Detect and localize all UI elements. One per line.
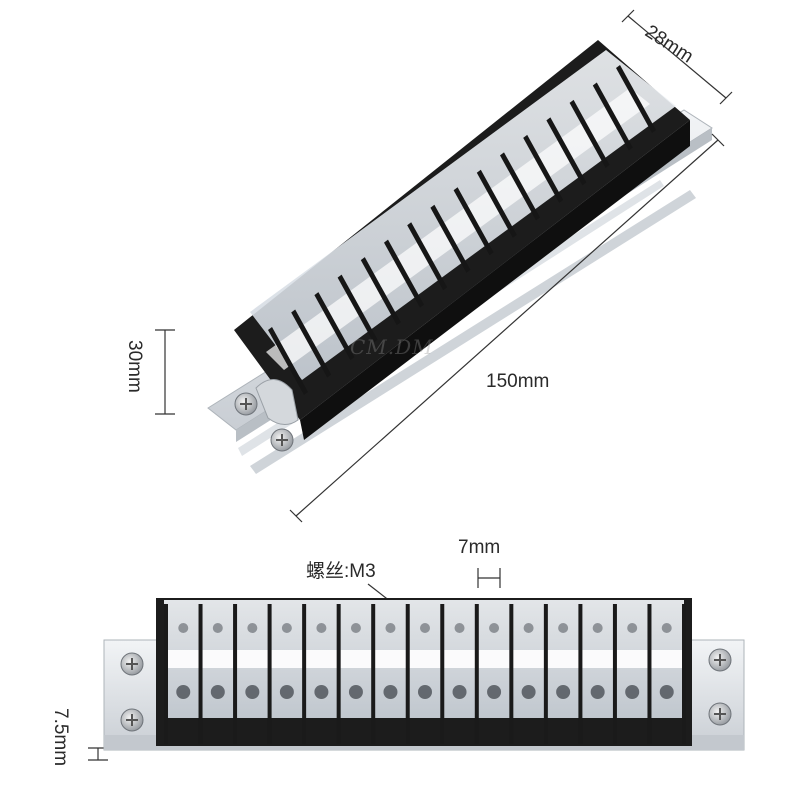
front-terminal-screw-top	[420, 623, 430, 633]
front-terminal-screw-top	[350, 623, 361, 633]
front-terminal-screw-top	[627, 623, 638, 633]
top-view	[207, 40, 713, 474]
front-terminal-screw	[556, 685, 571, 699]
front-terminal-screw	[418, 685, 432, 699]
top-fin	[592, 82, 633, 151]
front-fin	[371, 604, 376, 744]
front-terminal-screw-top	[489, 623, 500, 633]
front-terminal-screw	[625, 685, 640, 699]
front-terminal-screw-top	[281, 623, 292, 633]
height-dimension-label: 30mm	[124, 340, 145, 393]
top-fin	[360, 257, 401, 326]
front-terminal-screw	[314, 685, 329, 699]
top-fin	[430, 204, 471, 273]
front-terminal-screw-top	[558, 623, 569, 633]
front-fin	[440, 604, 445, 744]
top-fin	[407, 222, 448, 291]
front-fin	[578, 604, 583, 744]
top-fins	[268, 65, 656, 395]
front-terminal-screw-top	[212, 623, 223, 633]
front-fin	[405, 604, 410, 744]
front-terminal-screw-top	[316, 623, 327, 633]
front-terminal-screw-top	[178, 623, 189, 633]
watermark: CM.DM	[350, 335, 434, 359]
front-fin	[233, 604, 238, 744]
front-fin	[509, 604, 514, 744]
front-terminal-screw	[521, 685, 536, 699]
front-fin	[198, 604, 203, 744]
front-terminal-screw	[176, 685, 191, 699]
front-fin	[336, 604, 341, 744]
front-view	[103, 598, 745, 751]
front-terminal-screw-top	[523, 623, 534, 633]
top-fin	[546, 117, 587, 186]
front-terminal-screw	[452, 685, 467, 699]
front-fins	[164, 604, 686, 744]
front-terminal-screw	[659, 685, 674, 699]
rail-thickness-label: 7.5mm	[50, 708, 71, 767]
top-fin	[453, 187, 494, 256]
top-fin	[500, 152, 540, 221]
top-fin	[523, 134, 564, 203]
screw-size-label: 螺丝:M3	[306, 561, 376, 582]
front-terminal-screw-top	[247, 623, 258, 633]
front-terminal-screw-top	[661, 623, 672, 633]
front-fin	[647, 604, 652, 744]
front-fin	[612, 604, 617, 744]
top-fin	[476, 169, 517, 238]
front-terminal-screw	[383, 685, 398, 699]
length-dimension-label: 150mm	[486, 371, 550, 392]
front-fin	[164, 604, 168, 744]
top-fin	[569, 99, 610, 168]
top-fin	[314, 292, 355, 361]
top-fin	[268, 327, 308, 395]
top-fin	[616, 65, 656, 133]
front-terminal-screw-top	[592, 623, 603, 633]
front-terminal-screw	[348, 685, 363, 699]
front-fin	[474, 604, 479, 744]
top-fin	[337, 274, 378, 343]
front-fin	[543, 604, 548, 744]
top-fin	[291, 309, 332, 378]
front-terminal-screw	[245, 685, 260, 699]
front-terminal-screw-top	[454, 623, 465, 633]
front-terminal-screw	[279, 685, 294, 699]
front-terminal-screws	[176, 623, 674, 699]
pitch-dimension-label: 7mm	[458, 537, 501, 558]
front-fin	[682, 604, 686, 744]
front-terminal-screw	[487, 685, 502, 699]
front-terminal-screw	[210, 685, 225, 699]
front-terminal-screw-top	[385, 623, 396, 633]
front-terminal-screw	[590, 685, 605, 699]
top-fin	[384, 239, 424, 308]
front-fin	[302, 604, 307, 744]
front-fin	[267, 604, 272, 744]
